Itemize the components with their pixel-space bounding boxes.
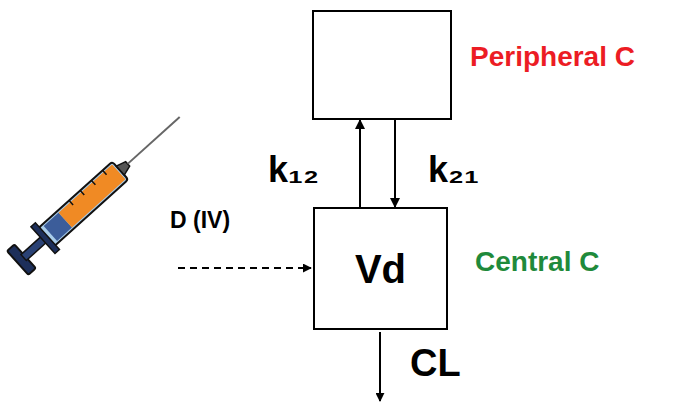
rate-constant: k₂₁ xyxy=(428,150,479,190)
compartment-label: Central C xyxy=(475,247,599,278)
needle xyxy=(128,117,180,164)
syringe-liquid xyxy=(59,164,126,227)
transfer-arrow xyxy=(359,120,361,207)
volume-label: Vd xyxy=(355,247,406,291)
compartment-box: VdCentral C xyxy=(313,207,448,330)
dose-label: D (IV) xyxy=(170,208,230,233)
scale-marks xyxy=(69,170,106,205)
syringe-barrel xyxy=(38,162,128,247)
compartment-label: Peripheral C xyxy=(470,42,635,73)
transfer-arrow xyxy=(394,120,396,207)
finger-flange xyxy=(31,223,60,254)
dose-arrow xyxy=(178,267,311,269)
clearance-label: CL xyxy=(410,343,461,385)
rate-constant: k₁₂ xyxy=(268,150,319,190)
compartment-box: Peripheral C xyxy=(312,10,452,120)
syringe-icon xyxy=(6,104,192,277)
clearance-arrow xyxy=(379,332,381,401)
